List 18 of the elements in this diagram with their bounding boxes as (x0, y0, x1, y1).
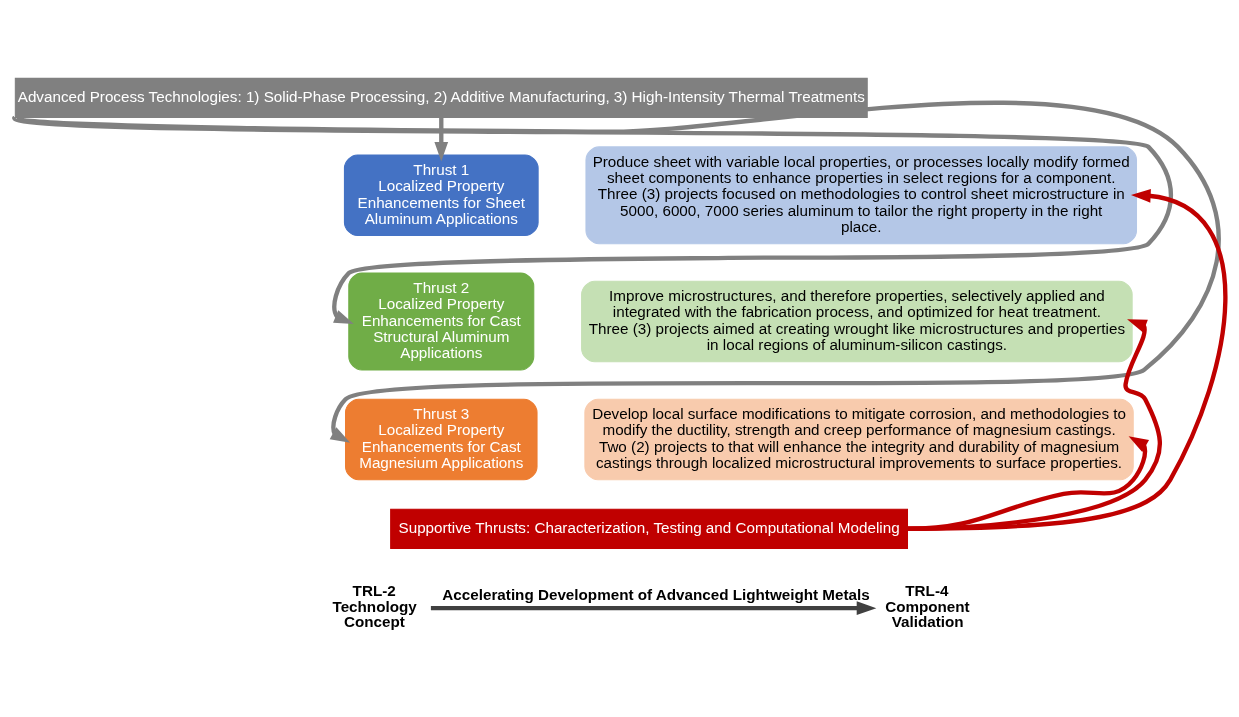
node-text: TRL-4 Component Validation (885, 582, 970, 630)
node-box: Supportive Thrusts: Characterization, Testing and Computational Modeling (390, 508, 908, 549)
edge-label: Accelerating Development of Advanced Lightweight Metals (442, 585, 870, 603)
arrow (14, 100, 1221, 443)
node-box: Thrust 1 Localized Property Enhancements for Sheet Aluminum Applications (343, 154, 539, 237)
node-box: Develop local surface modifications to mitigate corrosion, and methodologies to modify the ductility, strength and creep performance of magnesium castings. Two (2) projects to that will enhance the integrity and durability of magnesium castings through localized microstructural improvements to surface properties. (584, 398, 1134, 481)
arrow (14, 115, 1173, 325)
arrow (908, 319, 1162, 531)
node-box: Advanced Process Technologies: 1) Solid-Phase Processing, 2) Additive Manufacturing, 3) High-Intensity Thermal Treatments (14, 77, 868, 119)
arrow (908, 189, 1228, 531)
arrow (907, 436, 1150, 531)
node-text: TRL-2 Technology Concept (332, 582, 417, 630)
node-box: Produce sheet with variable local properties, or processes locally modify formed sheet components to enhance properties in select regions for a component. Three (3) projects focused on methodologies to control sheet microstructure in 5000, 6000, 7000 series aluminum to tailor the right property in the right place. (585, 146, 1138, 245)
arrow (430, 601, 877, 616)
node-box: Thrust 2 Localized Property Enhancements for Cast Structural Aluminum Applications (348, 272, 535, 371)
node-box: Improve microstructures, and therefore properties, selectively applied and integrated with the fabrication process, and optimized for heat treatment. Three (3) projects aimed at creating wrought like microstructures and properties in local regions of aluminum-silicon castings. (581, 280, 1133, 363)
node-box: Thrust 3 Localized Property Enhancements for Cast Magnesium Applications (345, 398, 538, 481)
arrow (434, 117, 449, 162)
